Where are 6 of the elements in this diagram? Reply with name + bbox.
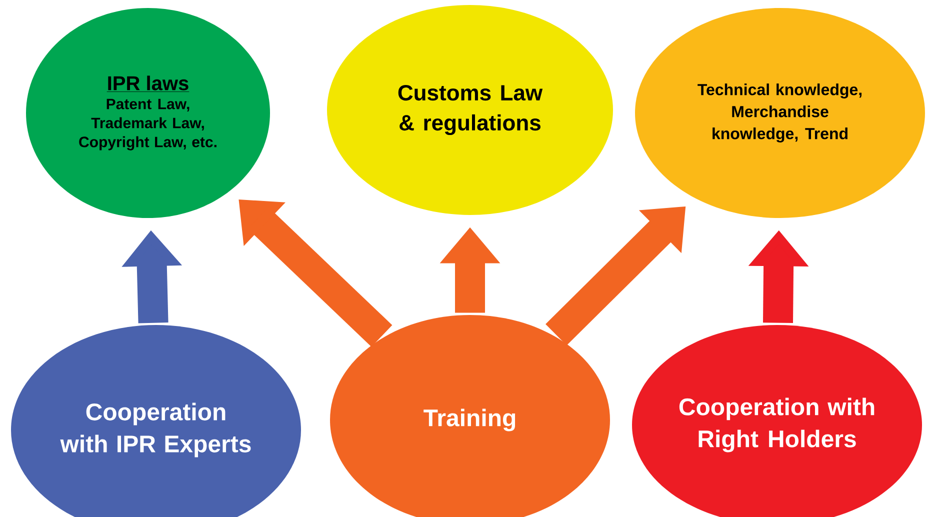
label-text: Cooperation with IPR Experts — [60, 402, 251, 458]
label-text: Cooperation with Right Holders — [679, 398, 874, 452]
heading-text: IPR laws Patent Law, Trademark Law, Copyright Law, etc. — [79, 76, 216, 150]
heading-text: Customs Law & regulations — [398, 84, 543, 135]
heading-text: Technical knowledge, Merchandise knowledge, Trend — [698, 84, 862, 142]
label-text: Training — [424, 408, 516, 432]
